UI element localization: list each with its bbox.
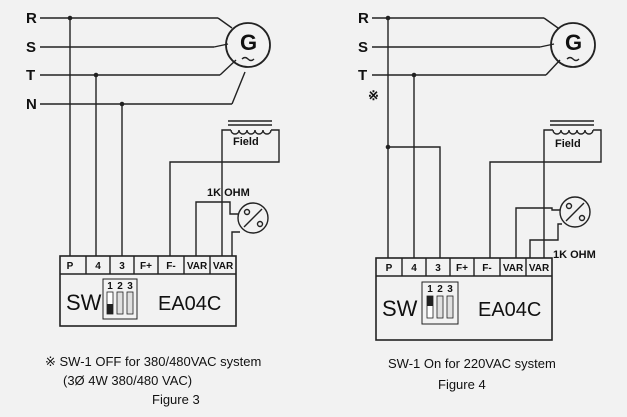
dip-switch-2[interactable]	[116, 291, 124, 315]
potentiometer-terminal-1	[243, 208, 251, 216]
junction	[119, 101, 125, 107]
phase-label-r: R	[26, 10, 37, 27]
terminal-4: 4	[95, 261, 101, 272]
var-wire-2	[529, 223, 562, 258]
switch-label: SW	[382, 296, 418, 321]
figure3-caption: Figure 3	[152, 392, 200, 407]
field-wire-right	[489, 129, 602, 258]
dip-number-2: 2	[437, 284, 443, 295]
potentiometer-wiper	[243, 208, 263, 228]
dip-switch-3[interactable]	[126, 291, 134, 315]
wire-r-gen	[543, 17, 559, 29]
dip-switch-1-knob-on	[427, 296, 433, 306]
wire-r-gen	[217, 17, 233, 29]
terminal-var-1: VAR	[503, 263, 524, 274]
terminal-3: 3	[119, 261, 125, 272]
phase-label-t: T	[358, 67, 367, 84]
regulator-box	[59, 255, 237, 327]
potentiometer-terminal-2	[256, 220, 264, 228]
terminal-p: P	[386, 263, 393, 274]
figure3-note-line1: ※ SW-1 OFF for 380/480VAC system	[45, 354, 261, 369]
resistor-label: 1K OHM	[207, 187, 250, 199]
dip-switch-housing	[421, 281, 459, 325]
generator-label: G	[565, 30, 582, 55]
field-wire-right	[169, 129, 280, 256]
var-wire-1	[195, 201, 238, 256]
dip-number-2: 2	[117, 281, 123, 292]
terminal-dividers	[85, 256, 211, 274]
terminal-dividers	[401, 258, 527, 276]
potentiometer-symbol	[237, 202, 269, 234]
terminal-var-2: VAR	[213, 261, 234, 272]
dip-switch-1-knob-off	[107, 304, 113, 314]
junction	[67, 15, 73, 21]
potentiometer-terminal-2	[578, 214, 586, 222]
dip-switch-housing	[102, 278, 138, 320]
field-label: Field	[233, 136, 259, 148]
dip-number-3: 3	[447, 284, 453, 295]
dip-switch-2[interactable]	[436, 295, 444, 319]
junction	[411, 72, 417, 78]
dip-number-1: 1	[107, 281, 113, 292]
terminal-f-plus: F+	[456, 263, 468, 274]
dip-switch-3[interactable]	[446, 295, 454, 319]
generator-symbol	[550, 22, 596, 68]
var-wire-2	[231, 231, 240, 256]
phase-label-s: S	[358, 39, 368, 56]
figure4-note-line1: SW-1 On for 220VAC system	[388, 356, 556, 371]
figure3-note-line2: (3Ø 4W 380/480 VAC)	[63, 373, 192, 388]
resistor-label: 1K OHM	[553, 249, 596, 261]
var-wire-1	[515, 207, 560, 258]
regulator-box	[375, 257, 553, 341]
generator-label: G	[240, 30, 257, 55]
figure-3: R S T N G Field 1K OHM	[26, 10, 280, 407]
potentiometer-terminal-1	[565, 202, 573, 210]
dip-number-1: 1	[427, 284, 433, 295]
model-label: EA04C	[158, 293, 221, 315]
phase-label-r: R	[358, 10, 369, 27]
phase-label-n: N	[26, 96, 37, 113]
potentiometer-wiper	[565, 202, 585, 222]
generator-tilde	[241, 56, 255, 62]
junction	[385, 15, 391, 21]
wire-n-gen	[231, 71, 246, 105]
dip-number-3: 3	[127, 281, 133, 292]
field-coil	[552, 129, 594, 135]
field-wire-left	[543, 129, 553, 258]
phase-label-s: S	[26, 39, 36, 56]
terminal-var-2: VAR	[529, 263, 550, 274]
terminal-3: 3	[435, 263, 441, 274]
generator-tilde	[566, 56, 580, 62]
field-label: Field	[555, 138, 581, 150]
wire-t-gen	[545, 59, 561, 76]
junction	[385, 144, 391, 150]
potentiometer-symbol	[559, 196, 591, 228]
field-coil	[230, 129, 272, 135]
figure-4: R S T ※ G Field 1K OHM	[358, 10, 602, 392]
phase-label-t: T	[26, 67, 35, 84]
junction	[93, 72, 99, 78]
terminal-var-1: VAR	[187, 261, 208, 272]
marker-symbol: ※	[368, 88, 379, 103]
terminal-f-plus: F+	[140, 261, 152, 272]
switch-label: SW	[66, 290, 102, 315]
terminal-f-minus: F-	[482, 263, 491, 274]
wire-p-to-3	[388, 146, 441, 258]
terminal-p: P	[67, 261, 74, 272]
generator-symbol	[225, 22, 271, 68]
terminal-f-minus: F-	[166, 261, 175, 272]
model-label: EA04C	[478, 299, 541, 321]
figure4-caption: Figure 4	[438, 377, 486, 392]
terminal-4: 4	[411, 263, 417, 274]
field-wire-left	[221, 129, 231, 256]
